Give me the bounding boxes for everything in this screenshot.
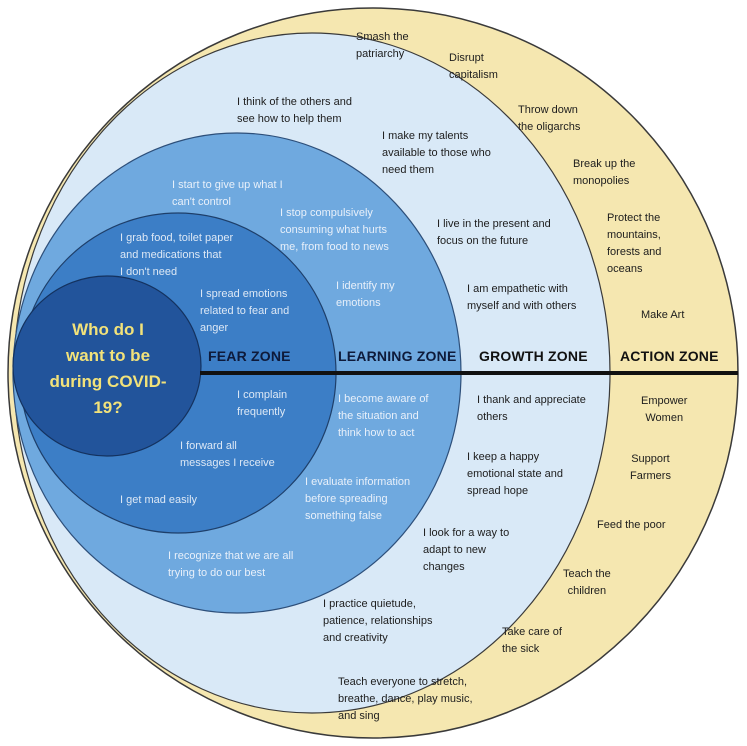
learning-item-identify: I identify my emotions — [336, 280, 395, 309]
action-zone-label: ACTION ZONE — [620, 348, 719, 364]
action-item-capitalism: Disrupt capitalism — [449, 52, 498, 81]
growth-item-empathetic: I am empathetic with myself and with oth… — [467, 283, 577, 312]
growth-item-thank: I thank and appreciate others — [477, 394, 586, 423]
learning-item-recognize: I recognize that we are all trying to do… — [168, 550, 294, 579]
action-item-farmers: Support Farmers — [630, 453, 671, 482]
action-item-children: Teach the children — [563, 568, 611, 597]
fear-zone-label: FEAR ZONE — [208, 348, 291, 364]
growth-item-adapt: I look for a way to adapt to new changes — [423, 527, 510, 573]
learning-zone-label: LEARNING ZONE — [338, 348, 457, 364]
fear-item-spread-emotions: I spread emotions related to fear and an… — [200, 288, 290, 334]
action-item-oligarchs: Throw down the oligarchs — [518, 104, 581, 133]
action-item-patriarchy: Smash the patriarchy — [356, 31, 409, 60]
action-item-sick: Take care of the sick — [502, 626, 562, 655]
learning-item-stop-consuming: I stop compulsively consuming what hurts… — [280, 207, 389, 253]
fear-item-complain: I complain frequently — [237, 389, 288, 418]
center-question: Who do I want to be during COVID- 19? — [49, 320, 167, 417]
action-item-teach-everyone: Teach everyone to stretch, breathe, danc… — [338, 676, 473, 722]
learning-item-aware: I become aware of the situation and thin… — [338, 393, 429, 439]
growth-zone-label: GROWTH ZONE — [479, 348, 588, 364]
growth-item-think-others: I think of the others and see how to hel… — [237, 96, 352, 125]
growth-item-talents: I make my talents available to those who… — [382, 130, 491, 176]
fear-item-forward: I forward all messages I receive — [180, 440, 275, 469]
action-item-mountains: Protect the mountains, forests and ocean… — [607, 212, 662, 275]
fear-item-grab-food: I grab food, toilet paper and medication… — [120, 232, 234, 278]
growth-item-happy: I keep a happy emotional state and sprea… — [467, 451, 564, 497]
learning-item-give-up: I start to give up what I can't control — [172, 179, 283, 208]
action-item-art: Make Art — [641, 309, 685, 321]
growth-item-present: I live in the present and focus on the f… — [437, 218, 551, 247]
learning-item-evaluate: I evaluate information before spreading … — [305, 476, 411, 522]
center-circle — [12, 275, 202, 457]
action-item-poor: Feed the poor — [597, 519, 666, 531]
action-item-monopolies: Break up the monopolies — [573, 158, 636, 187]
fear-item-mad: I get mad easily — [120, 494, 198, 506]
growth-item-quietude: I practice quietude, patience, relations… — [323, 598, 433, 644]
action-item-women: Empower Women — [641, 395, 688, 424]
